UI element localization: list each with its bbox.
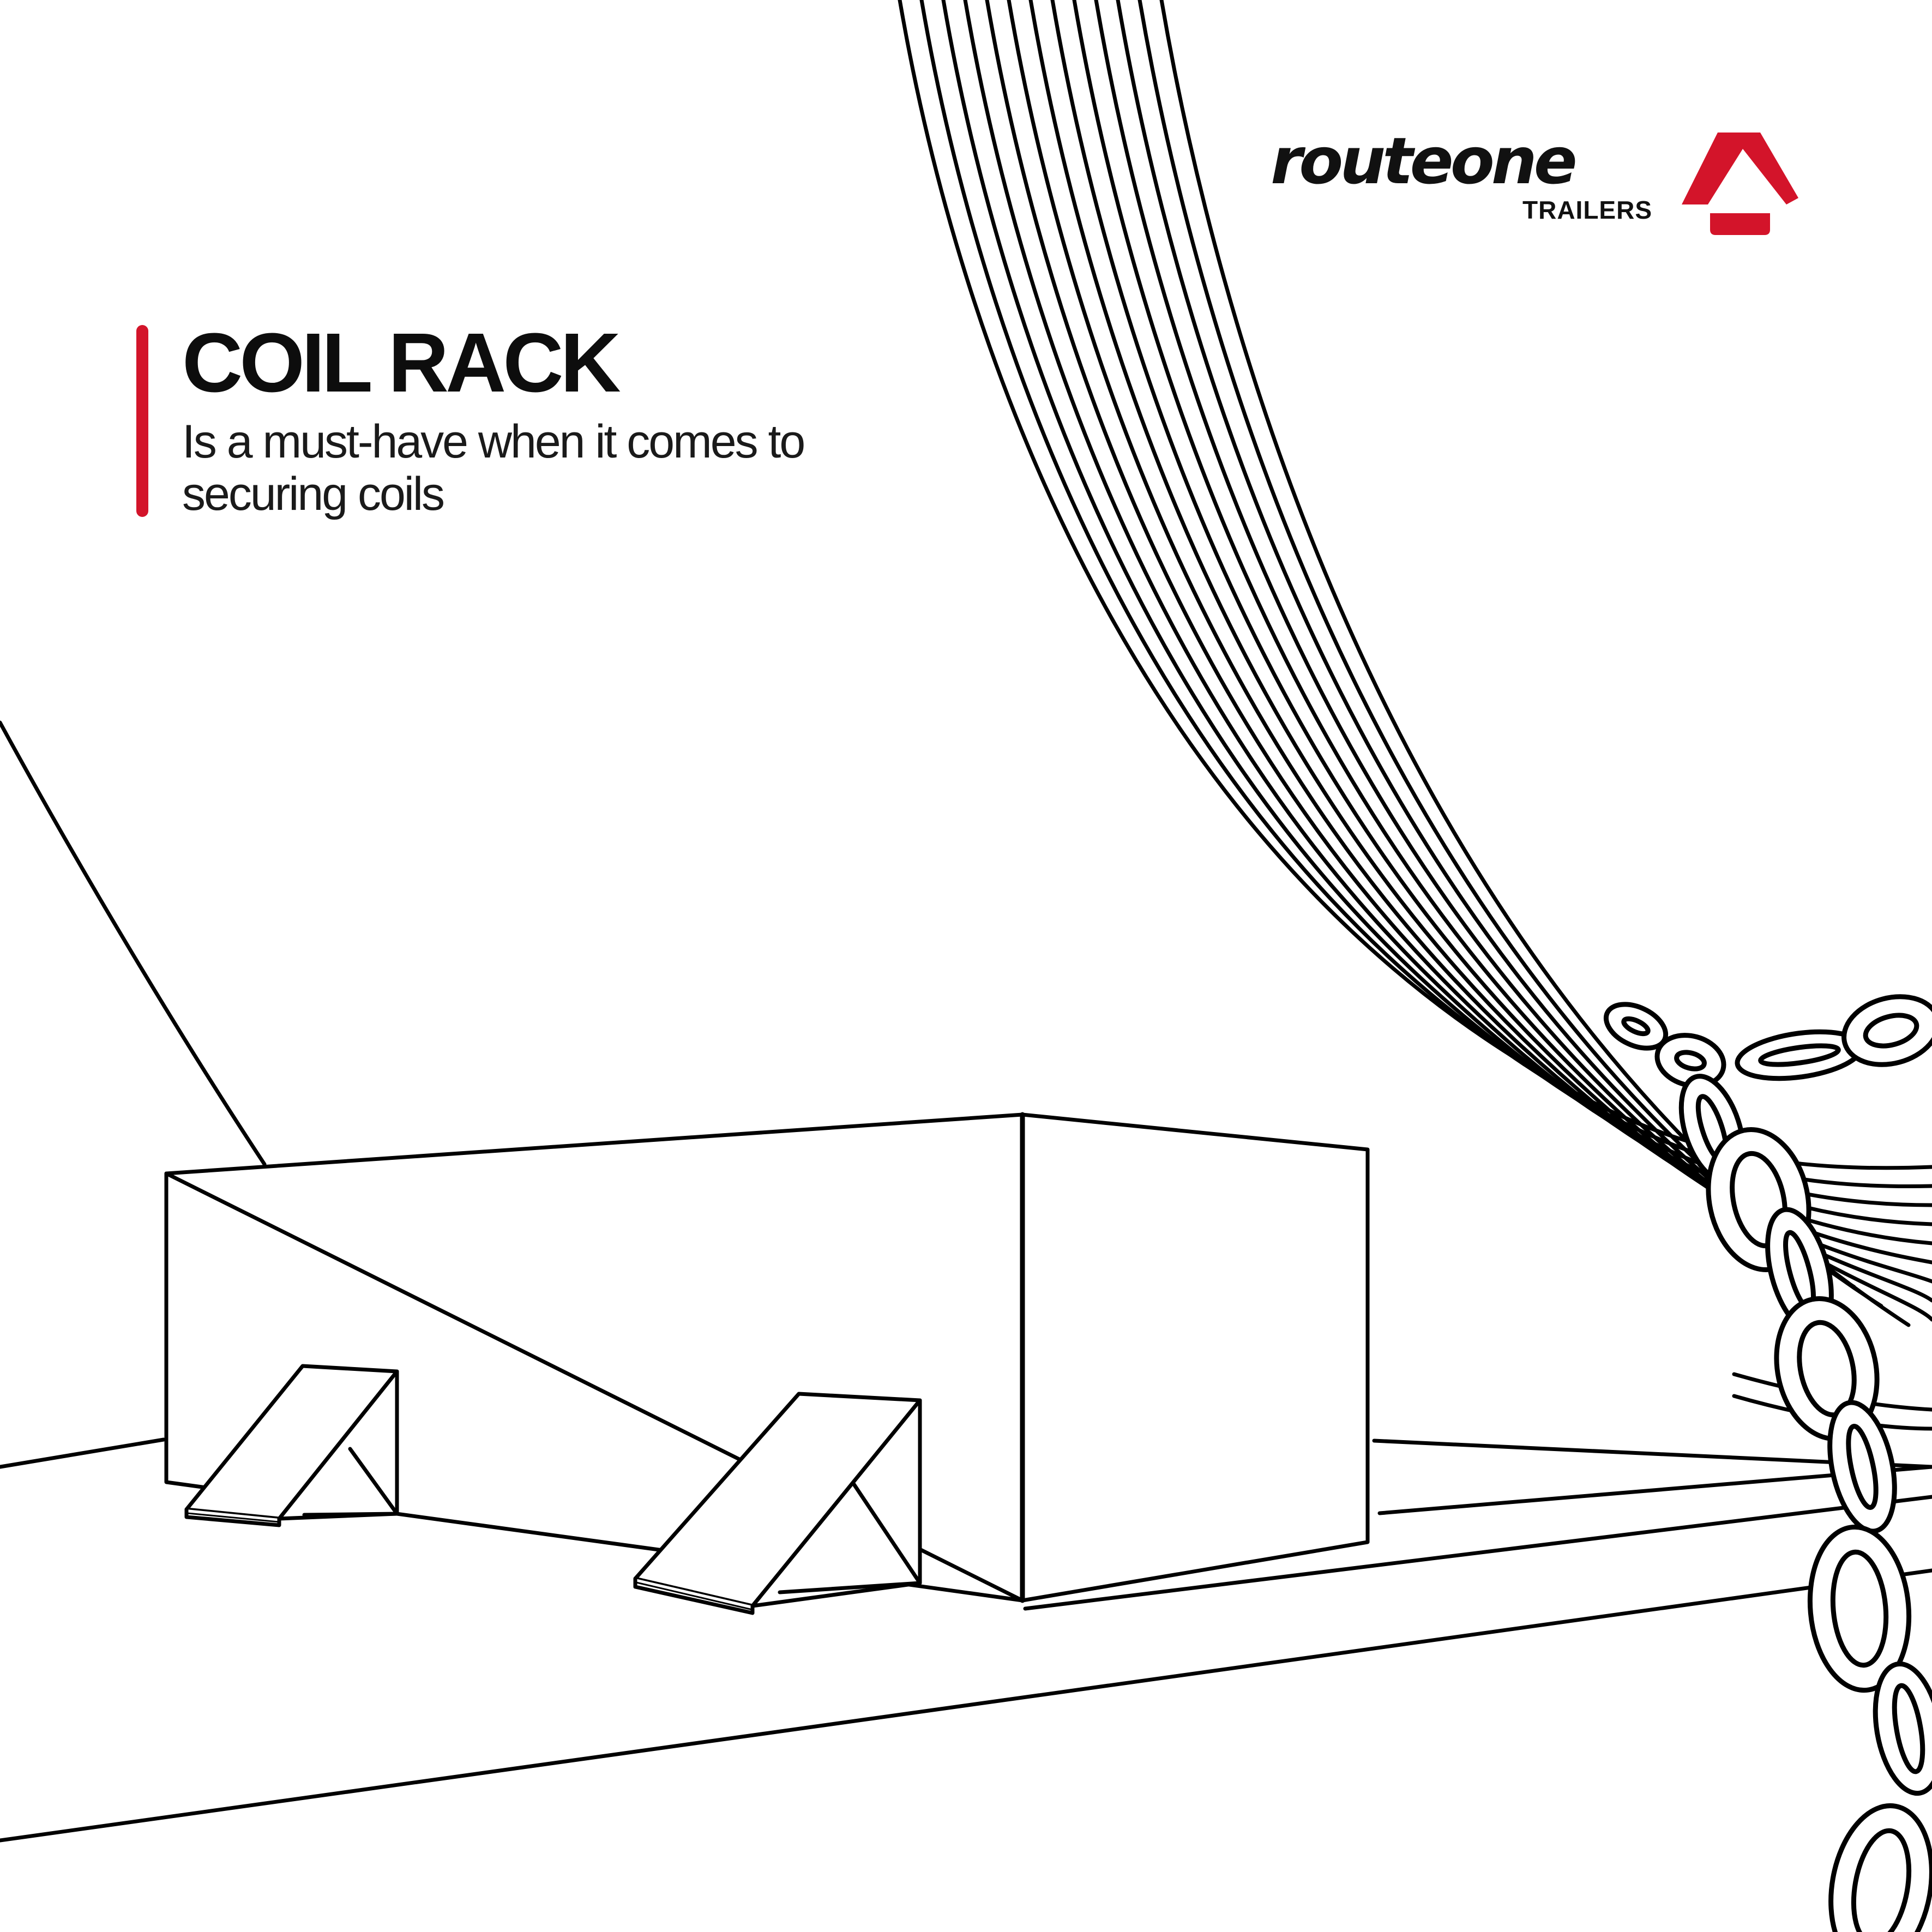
coil-outer-edge [0,720,267,1166]
chain-icon [1603,994,1932,1932]
brand-wordmark: routeone [1271,123,1578,198]
roof-house-icon [1682,133,1798,235]
coil-rack-block-icon [164,1112,1370,1603]
brand-logo: routeone TRAILERS [1271,123,1816,235]
page-subtitle: Is a must-have when it comes to securing… [182,416,805,520]
wedge-chock-icon [633,1392,922,1615]
accent-bar [136,325,148,517]
brand-tagline: TRAILERS [1522,196,1652,224]
wedge-chock-icon [184,1364,399,1527]
steel-coil-icon [898,0,1932,1431]
headline-block: COIL RACK Is a must-have when it comes t… [136,316,900,520]
page-title: COIL RACK [182,316,621,410]
